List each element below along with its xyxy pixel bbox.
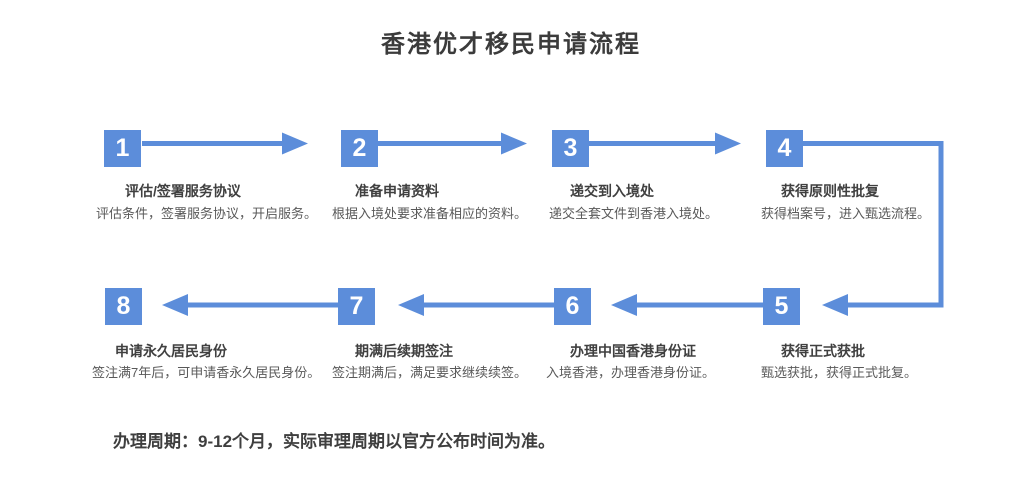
step-8-number-box: 8 xyxy=(105,288,142,325)
step-2-title: 准备申请资料 xyxy=(355,183,439,199)
processing-period-note: 办理周期：9-12个月，实际审理周期以官方公布时间为准。 xyxy=(113,432,556,451)
connector-step4-step5-icon xyxy=(802,141,944,316)
step-4-title: 获得原则性批复 xyxy=(781,183,879,199)
step-4-number-box: 4 xyxy=(766,130,803,167)
step-8-title: 申请永久居民身份 xyxy=(115,343,227,359)
page-title: 香港优才移民申请流程 xyxy=(381,31,641,58)
step-7-title: 期满后续期签注 xyxy=(355,343,453,359)
step-7-desc: 签注期满后，满足要求继续续签。 xyxy=(332,365,528,380)
arrow-step1-step2-icon xyxy=(142,132,308,155)
arrow-step2-step3-icon xyxy=(378,132,527,155)
step-1-title: 评估/签署服务协议 xyxy=(125,183,241,199)
step-3-desc: 递交全套文件到香港入境处。 xyxy=(549,206,719,221)
step-6-title: 办理中国香港身份证 xyxy=(570,343,696,359)
step-7-number-box: 7 xyxy=(338,288,375,325)
step-1-number-box: 1 xyxy=(104,130,141,167)
step-5-title: 获得正式获批 xyxy=(781,343,865,359)
arrow-step5-step6-icon xyxy=(611,294,764,316)
step-8-desc: 签注满7年后，可申请香永久居民身份。 xyxy=(92,365,321,380)
step-5-number-box: 5 xyxy=(763,288,800,325)
step-4-desc: 获得档案号，进入甄选流程。 xyxy=(761,206,931,221)
arrow-step3-step4-icon xyxy=(589,132,741,155)
step-3-number-box: 3 xyxy=(552,130,589,167)
step-3-title: 递交到入境处 xyxy=(570,183,654,199)
arrow-step7-step8-icon xyxy=(162,294,338,316)
step-1-desc: 评估条件，签署服务协议，开启服务。 xyxy=(96,206,318,221)
step-2-desc: 根据入境处要求准备相应的资料。 xyxy=(332,206,528,221)
arrow-step6-step7-icon xyxy=(398,294,554,316)
step-2-number-box: 2 xyxy=(341,130,378,167)
step-5-desc: 甄选获批，获得正式批复。 xyxy=(761,365,918,380)
step-6-number-box: 6 xyxy=(554,288,591,325)
step-6-desc: 入境香港，办理香港身份证。 xyxy=(546,365,716,380)
